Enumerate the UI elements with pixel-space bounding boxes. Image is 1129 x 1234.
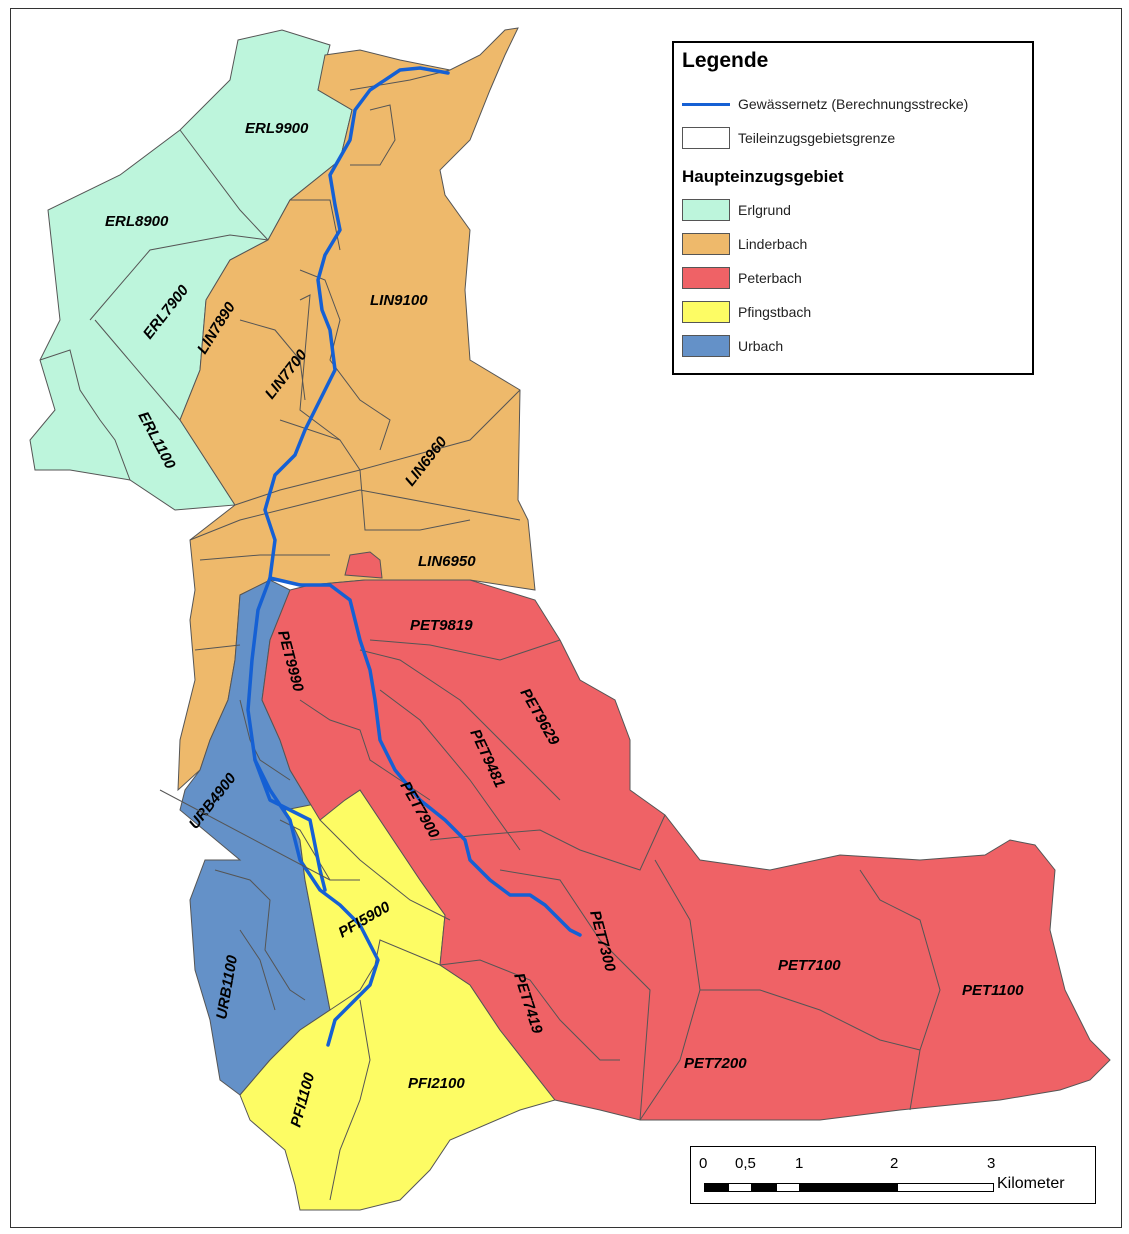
legend-boundary-label: Teileinzugsgebietsgrenze bbox=[738, 130, 896, 146]
legend-river-label: Gewässernetz (Berechnungsstrecke) bbox=[738, 96, 969, 112]
peterbach-swatch bbox=[682, 267, 730, 289]
legend-boundary-row: Teileinzugsgebietsgrenze bbox=[682, 127, 895, 149]
pfingstbach-swatch bbox=[682, 301, 730, 323]
region-peterbach bbox=[261, 579, 1111, 1121]
legend-item-label: Linderbach bbox=[738, 236, 808, 252]
linderbach-swatch bbox=[682, 233, 730, 255]
label-lin9100: LIN9100 bbox=[370, 292, 428, 309]
boundary-swatch-icon bbox=[682, 127, 730, 149]
label-lin6950: LIN6950 bbox=[418, 553, 476, 570]
legend-item-pfingstbach: Pfingstbach bbox=[682, 301, 811, 323]
legend-item-peterbach: Peterbach bbox=[682, 267, 802, 289]
scale-segment bbox=[800, 1183, 897, 1192]
scale-tick-05: 0,5 bbox=[735, 1155, 756, 1172]
urbach-swatch bbox=[682, 335, 730, 357]
legend-river-row: Gewässernetz (Berechnungsstrecke) bbox=[682, 93, 968, 115]
scale-segment bbox=[897, 1183, 994, 1192]
erlgrund-swatch bbox=[682, 199, 730, 221]
legend-item-label: Pfingstbach bbox=[738, 304, 812, 320]
legend-item-label: Urbach bbox=[738, 338, 784, 354]
label-pet7200: PET7200 bbox=[684, 1055, 747, 1072]
scale-segment bbox=[776, 1183, 800, 1192]
river-line-icon bbox=[682, 93, 730, 115]
legend-item-label: Erlgrund bbox=[738, 202, 791, 218]
label-pet7100: PET7100 bbox=[778, 957, 841, 974]
scale-segment bbox=[704, 1183, 728, 1192]
legend-item-label: Peterbach bbox=[738, 270, 802, 286]
legend-title: Legende bbox=[682, 49, 769, 72]
scale-bar: 0 0,5 1 2 3 Kilometer bbox=[690, 1146, 1096, 1204]
scale-unit: Kilometer bbox=[997, 1175, 1065, 1192]
scale-tick-3: 3 bbox=[987, 1155, 996, 1172]
label-pet9819: PET9819 bbox=[410, 617, 473, 634]
label-erl9900: ERL9900 bbox=[245, 120, 309, 137]
legend-item-erlgrund: Erlgrund bbox=[682, 199, 791, 221]
scale-segment bbox=[728, 1183, 752, 1192]
region-peterbach-notch bbox=[344, 551, 383, 579]
label-erl8900: ERL8900 bbox=[105, 213, 169, 230]
label-pet1100: PET1100 bbox=[962, 982, 1024, 999]
legend-catchment-title: Haupteinzugsgebiet bbox=[682, 167, 844, 186]
scale-segment bbox=[752, 1183, 776, 1192]
river-network bbox=[246, 66, 582, 1047]
scale-tick-2: 2 bbox=[890, 1155, 899, 1172]
legend-item-linderbach: Linderbach bbox=[682, 233, 807, 255]
scale-tick-1: 1 bbox=[795, 1155, 804, 1172]
boundary-line-west bbox=[159, 789, 331, 881]
legend: Legende Gewässernetz (Berechnungsstrecke… bbox=[672, 41, 1034, 375]
scale-tick-0: 0 bbox=[699, 1155, 708, 1172]
legend-item-urbach: Urbach bbox=[682, 335, 783, 357]
label-pfi2100: PFI2100 bbox=[408, 1075, 465, 1092]
